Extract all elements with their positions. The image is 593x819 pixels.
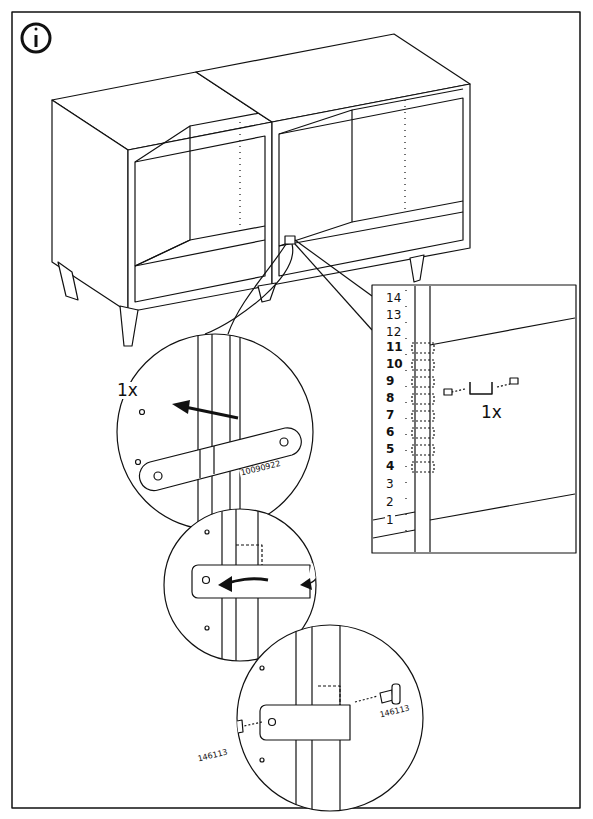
- zoom-panel: [372, 285, 576, 553]
- bracket-position: [412, 343, 434, 353]
- bracket-position: [412, 360, 434, 370]
- position-number: 10: [385, 358, 404, 370]
- position-number: 11: [385, 341, 404, 353]
- position-number: 14: [385, 292, 402, 304]
- position-number: 8: [385, 392, 395, 404]
- leader-lines: [205, 240, 372, 334]
- position-number: 7: [385, 409, 395, 421]
- quantity-label: 1x: [116, 382, 139, 399]
- bracket-position: [412, 428, 434, 438]
- position-number: 1: [385, 514, 395, 526]
- quantity-label: 1x: [480, 404, 503, 421]
- detail-circle-screws: [140, 625, 423, 815]
- position-number: 12: [385, 326, 402, 338]
- info-icon: [22, 24, 50, 52]
- part-number: 146113: [196, 748, 230, 764]
- bracket-position: [412, 462, 434, 472]
- detail-circle-insert: [117, 330, 313, 540]
- bracket-position: [412, 411, 434, 421]
- bracket-position: [412, 394, 434, 404]
- position-number: 9: [385, 375, 395, 387]
- bracket-position: [412, 377, 434, 387]
- position-number: 4: [385, 460, 395, 472]
- position-number: 5: [385, 443, 395, 455]
- position-number: 3: [385, 478, 395, 490]
- bracket-position: [412, 445, 434, 455]
- position-number: 6: [385, 426, 395, 438]
- position-number: 13: [385, 309, 402, 321]
- position-number: 2: [385, 496, 395, 508]
